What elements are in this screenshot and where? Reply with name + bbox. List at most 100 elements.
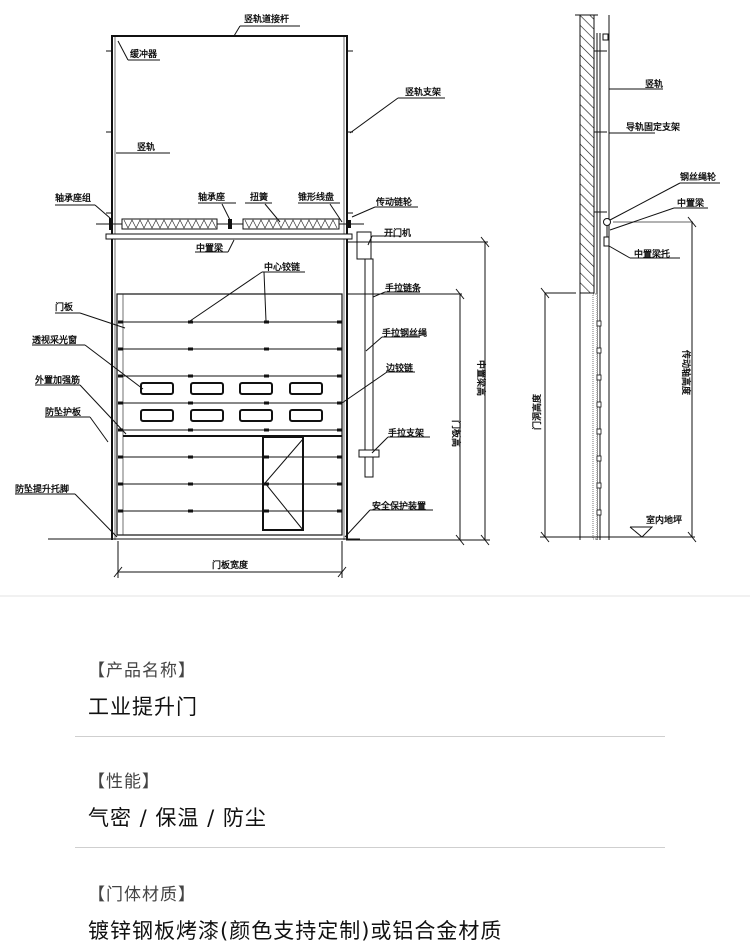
- label-cone-drum: 锥形线盘: [298, 191, 334, 203]
- side-hinge: [596, 455, 602, 462]
- hinge: [188, 347, 193, 351]
- hand-bracket: [358, 449, 380, 458]
- side-hinge: [596, 428, 602, 435]
- label-safety-device: 安全保护装置: [372, 500, 426, 512]
- hinge: [118, 347, 123, 351]
- spec-label: 【门体材质】: [88, 885, 196, 905]
- side-label-drive-shaft-height: 传动轴高度: [680, 349, 692, 396]
- label-torsion-spring: 扭簧: [250, 191, 268, 203]
- hinge: [337, 374, 342, 378]
- hinge: [264, 455, 269, 459]
- vision-window: [190, 409, 224, 422]
- spec-value: 气密 / 保温 / 防尘: [88, 806, 267, 830]
- label-beam-height: 中置梁高: [475, 360, 487, 396]
- hinge: [188, 482, 193, 486]
- label-hand-bracket: 手拉支架: [388, 427, 424, 439]
- front-view: 竖轨道接杆 缓冲器 竖轨支架 竖轨 轴承座组 轴承座 扭簧 锥形线盘 传动链轮 …: [15, 13, 490, 578]
- side-label-opening-height: 门洞高度: [531, 393, 543, 430]
- top-connector-bar: [111, 35, 347, 37]
- vision-window: [140, 409, 174, 422]
- wall-lintel: [579, 14, 595, 294]
- hinge: [337, 482, 342, 486]
- technical-drawing: 竖轨道接杆 缓冲器 竖轨支架 竖轨 轴承座组 轴承座 扭簧 锥形线盘 传动链轮 …: [15, 13, 720, 578]
- door-opener: [356, 231, 372, 260]
- hinge: [337, 320, 342, 324]
- label-bearing-block-set: 轴承座组: [55, 192, 91, 204]
- side-label-middle-beam: 中置梁: [677, 197, 705, 209]
- label-external-rib: 外置加强筋: [34, 374, 80, 386]
- hinge: [337, 428, 342, 432]
- vision-window: [190, 382, 224, 395]
- hinge: [264, 320, 269, 324]
- spec-value: 镀锌钢板烤漆(颜色支持定制)或铝合金材质: [88, 919, 503, 943]
- side-label-beam-support: 中置梁托: [634, 248, 670, 260]
- spec-label: 【性能】: [88, 772, 160, 792]
- hinge: [188, 509, 193, 513]
- side-label-indoor-floor: 室内地坪: [646, 514, 682, 526]
- hinge: [118, 428, 123, 432]
- label-side-hinge: 边铰链: [385, 362, 414, 374]
- side-label-vertical-rail: 竖轨: [645, 78, 663, 90]
- hinge: [264, 428, 269, 432]
- hinge: [337, 509, 342, 513]
- spec-material: 【门体材质】 镀锌钢板烤漆(颜色支持定制)或铝合金材质: [88, 880, 668, 945]
- vision-window: [289, 382, 323, 395]
- side-hinge: [596, 401, 602, 408]
- hinge: [188, 455, 193, 459]
- spec-product-name: 【产品名称】 工业提升门: [88, 656, 668, 721]
- label-anti-fall-foot: 防坠提升托脚: [15, 483, 69, 495]
- vision-window: [140, 382, 174, 395]
- side-label-guide-bracket: 导轨固定支架: [626, 121, 680, 133]
- center-bearing-block: [228, 219, 232, 229]
- label-door-opener: 开门机: [384, 227, 411, 239]
- label-center-hinge: 中心铰链: [264, 261, 301, 273]
- hinge: [337, 455, 342, 459]
- label-hand-chain: 手拉链条: [385, 282, 422, 294]
- divider: [75, 736, 665, 737]
- spec-value: 工业提升门: [88, 695, 198, 719]
- hinge: [337, 401, 342, 405]
- label-vertical-rail: 竖轨: [137, 141, 155, 153]
- label-rail-bracket: 竖轨支架: [405, 86, 441, 98]
- hinge: [337, 347, 342, 351]
- hinge: [118, 401, 123, 405]
- spec-performance: 【性能】 气密 / 保温 / 防尘: [88, 767, 668, 832]
- label-rail-connector: 竖轨道接杆: [244, 13, 289, 25]
- vision-window: [289, 409, 323, 422]
- side-hinge: [596, 482, 602, 489]
- hinge: [118, 482, 123, 486]
- label-door-panel: 门板: [55, 301, 74, 313]
- hinge: [264, 401, 269, 405]
- left-torsion-spring: [121, 218, 218, 230]
- hand-chain-box: [364, 258, 374, 478]
- beam-support: [603, 236, 610, 247]
- side-hinge: [596, 374, 602, 381]
- label-panel-width: 门板宽度: [212, 559, 249, 571]
- side-hinge: [596, 509, 602, 516]
- side-hinge: [596, 320, 602, 327]
- label-anti-fall-plate: 防坠护板: [45, 406, 82, 418]
- hinge: [188, 401, 193, 405]
- hinge: [118, 374, 123, 378]
- hinge: [118, 509, 123, 513]
- hinge: [188, 428, 193, 432]
- hinge: [188, 320, 193, 324]
- label-middle-beam: 中置梁: [196, 242, 224, 254]
- label-panel-height: 门板高: [450, 420, 462, 447]
- label-buffer: 缓冲器: [130, 48, 158, 60]
- vision-window: [239, 409, 273, 422]
- rope-pulley: [603, 218, 611, 226]
- door-diagram-svg: 竖轨道接杆 缓冲器 竖轨支架 竖轨 轴承座组 轴承座 扭簧 锥形线盘 传动链轮 …: [15, 13, 720, 578]
- side-label-rope-pulley: 钢丝绳轮: [680, 171, 716, 183]
- middle-beam: [105, 233, 353, 240]
- hinge: [188, 374, 193, 378]
- hinge: [264, 347, 269, 351]
- hinge: [118, 320, 123, 324]
- section-divider: [0, 595, 750, 597]
- hinge: [264, 482, 269, 486]
- label-drive-sprocket: 传动链轮: [375, 196, 412, 208]
- hinge: [264, 509, 269, 513]
- vision-window: [239, 382, 273, 395]
- hinge: [118, 455, 123, 459]
- label-hand-wire-rope: 手拉钢丝绳: [382, 327, 427, 339]
